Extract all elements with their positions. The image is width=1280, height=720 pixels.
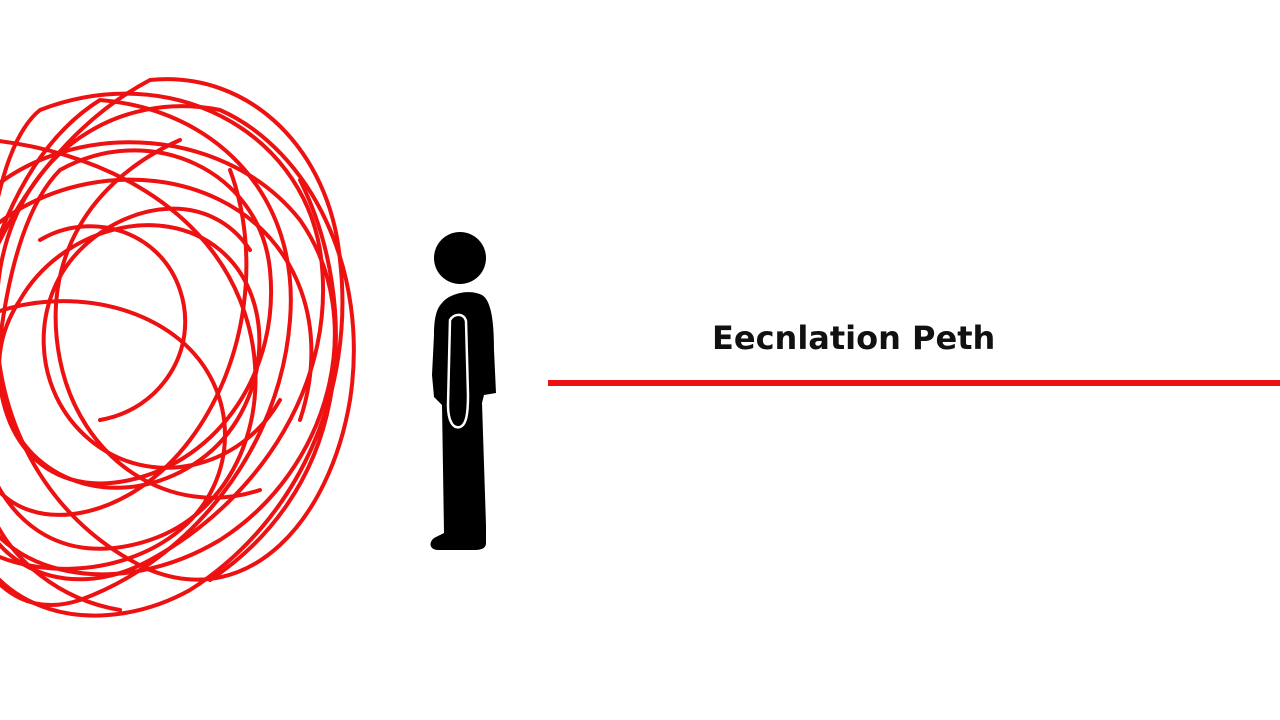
path-line (548, 380, 1280, 386)
tangled-scribble-icon (0, 77, 356, 618)
standing-person-icon (430, 232, 496, 550)
path-caption: Eecnlation Peth (712, 319, 996, 357)
